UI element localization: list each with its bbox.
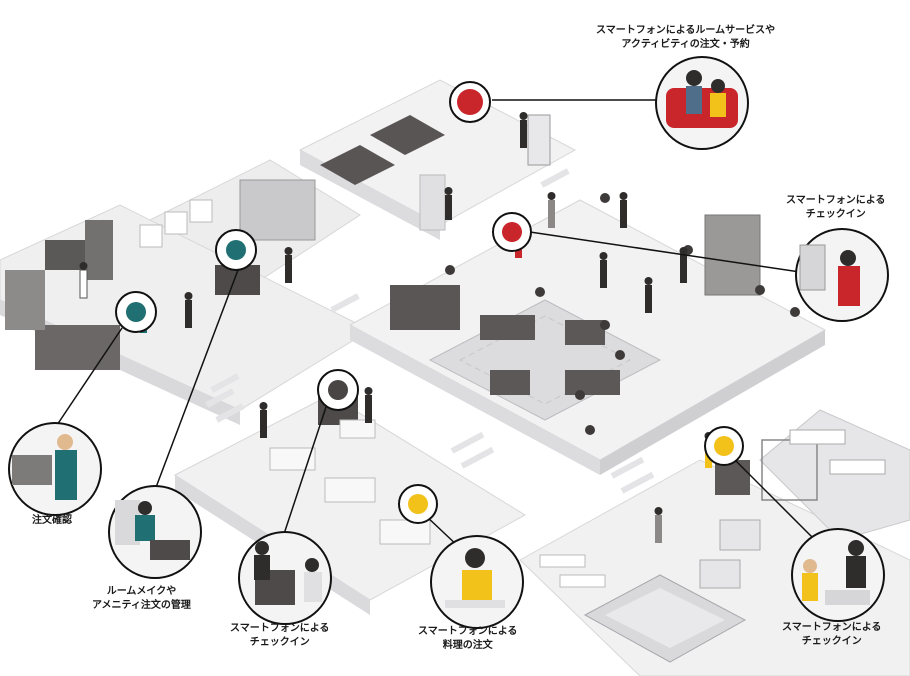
bed-1 xyxy=(320,145,395,185)
dining-table-2 xyxy=(324,477,376,503)
leader-lines xyxy=(54,99,816,549)
spa-side-cabinet xyxy=(699,559,741,589)
wardrobe xyxy=(419,174,446,231)
elevator xyxy=(704,214,761,296)
furniture xyxy=(5,114,886,589)
label-housekeeping: ルームメイクや アメニティ注文の管理 xyxy=(92,585,191,613)
label-room-service-line-2: アクティビティの注文・予約 xyxy=(621,39,750,50)
detail-room-service xyxy=(655,56,749,150)
label-checkin-restaurant-line-1: スマートフォンによる xyxy=(230,623,330,634)
label-checkin-spa-line-2: チェックイン xyxy=(801,636,862,647)
label-food-order-line-2: 料理の注文 xyxy=(442,640,493,651)
line-housekeeping xyxy=(154,269,239,491)
door-room xyxy=(527,114,551,166)
label-checkin-lobby-line-2: チェックイン xyxy=(805,209,866,220)
towel-cabinet xyxy=(719,519,761,551)
lobby-trees xyxy=(445,193,800,435)
kitchen-shelf xyxy=(5,270,45,330)
label-checkin-lobby-line-1: スマートフォンによる xyxy=(786,195,886,206)
lounger-2 xyxy=(559,574,606,588)
washer-2 xyxy=(164,211,188,235)
lobby-sofa-2 xyxy=(565,370,620,395)
label-room-service: スマートフォンによるルームサービスや アクティビティの注文・予約 xyxy=(596,24,775,52)
label-housekeeping-line-2: アメニティ注文の管理 xyxy=(92,600,191,611)
dining-table-4 xyxy=(339,419,376,439)
label-checkin-spa: スマートフォンによる チェックイン xyxy=(782,621,881,649)
label-order-confirm-line-1: 注文確認 xyxy=(32,515,72,526)
label-checkin-lobby: スマートフォンによる チェックイン xyxy=(786,194,885,222)
crosswalks xyxy=(205,168,655,494)
label-checkin-restaurant-line-2: チェックイン xyxy=(249,637,310,648)
detail-checkin-restaurant xyxy=(238,531,332,625)
bed-2 xyxy=(370,115,445,155)
lounger-1 xyxy=(539,554,586,568)
line-order-confirm xyxy=(54,327,123,429)
pool-water xyxy=(605,588,725,648)
washer-3 xyxy=(189,199,213,223)
front-desk xyxy=(390,285,460,330)
spa-bed-2 xyxy=(829,459,886,475)
lobby-floor-edge xyxy=(350,325,600,475)
kitchen-fridge xyxy=(85,220,113,280)
detail-order-confirm xyxy=(8,422,102,516)
spa-desk xyxy=(715,460,750,495)
line-checkin-restaurant xyxy=(281,394,331,541)
label-food-order: スマートフォンによる 料理の注文 xyxy=(418,625,517,653)
dining-table-3 xyxy=(379,519,431,545)
label-food-order-line-1: スマートフォンによる xyxy=(418,626,518,637)
washer-1 xyxy=(139,224,163,248)
detail-food-order xyxy=(430,535,524,629)
dining-table-1 xyxy=(269,447,316,471)
label-room-service-line-1: スマートフォンによるルームサービスや xyxy=(596,25,776,36)
label-checkin-restaurant: スマートフォンによる チェックイン xyxy=(230,622,329,650)
lobby-sofa-4 xyxy=(565,320,605,345)
location-markers xyxy=(115,81,744,524)
spa-bed-1 xyxy=(789,429,846,445)
guest-room-floor xyxy=(298,79,577,226)
detail-housekeeping xyxy=(108,485,202,579)
line-checkin-lobby xyxy=(529,231,801,273)
kitchen-counter xyxy=(35,325,120,370)
label-order-confirm: 注文確認 xyxy=(32,514,72,528)
linen-shelf xyxy=(239,179,316,241)
lobby-sofa-3 xyxy=(490,370,530,395)
label-housekeeping-line-1: ルームメイクや xyxy=(106,586,177,597)
stove xyxy=(45,240,85,270)
detail-checkin-lobby xyxy=(795,228,889,322)
lobby-sofa-1 xyxy=(480,315,535,340)
line-checkin-spa xyxy=(729,454,816,541)
label-checkin-spa-line-1: スマートフォンによる xyxy=(782,622,882,633)
lobby-floor-edge-right xyxy=(600,330,825,475)
detail-checkin-spa xyxy=(791,528,885,622)
